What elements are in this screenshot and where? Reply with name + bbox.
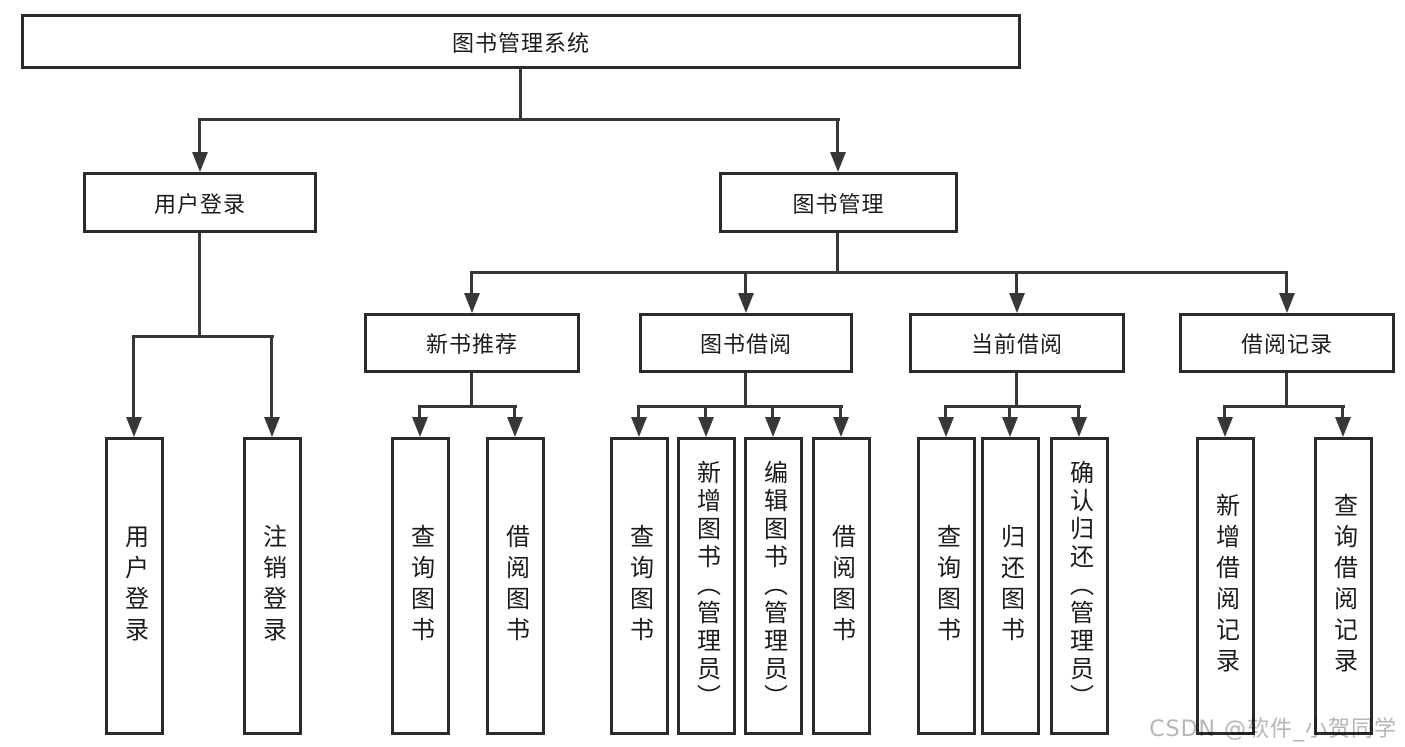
leaf-user-login-label: 用户登录	[120, 524, 149, 648]
connector-v-line	[744, 271, 747, 295]
connector-v-line	[198, 233, 201, 337]
node-root: 图书管理系统	[21, 14, 1021, 69]
connector-h-line	[638, 405, 843, 408]
connector-v-line	[839, 405, 842, 419]
node-new-book-recommend-label: 新书推荐	[425, 333, 518, 358]
connector-h-line	[198, 118, 840, 121]
node-current-borrowing: 当前借阅	[909, 313, 1125, 373]
arrow-down-icon	[464, 293, 480, 313]
leaf-logout-label: 注销登录	[258, 524, 287, 648]
connector-h-line	[945, 405, 1081, 408]
leaf-add-borrow-record-label: 新增借阅记录	[1211, 493, 1240, 679]
leaf-query-books-2-label: 查询图书	[625, 524, 654, 648]
node-current-borrowing-label: 当前借阅	[970, 333, 1063, 358]
leaf-query-books-2: 查询图书	[610, 437, 669, 735]
arrow-down-icon	[1335, 417, 1351, 437]
connector-v-line	[1077, 405, 1080, 419]
leaf-add-book-admin: 新增图书（管理员）	[677, 437, 736, 735]
node-book-borrowing-label: 图书借阅	[699, 333, 792, 358]
connector-v-line	[418, 405, 421, 419]
node-root-label: 图书管理系统	[451, 31, 590, 57]
leaf-confirm-return-admin: 确认归还（管理员）	[1050, 437, 1109, 735]
connector-v-line	[270, 335, 273, 419]
leaf-borrow-books-2: 借阅图书	[812, 437, 871, 735]
connector-h-line	[419, 405, 517, 408]
connector-v-line	[1285, 373, 1288, 408]
connector-v-line	[132, 335, 135, 419]
connector-h-line	[471, 271, 1288, 274]
node-book-management-label: 图书管理	[792, 192, 885, 218]
arrow-down-icon	[1009, 293, 1025, 313]
node-book-management: 图书管理	[719, 172, 958, 233]
connector-v-line	[944, 405, 947, 419]
connector-v-line	[1015, 271, 1018, 295]
arrow-down-icon	[738, 293, 754, 313]
connector-v-line	[836, 233, 839, 274]
node-user-login: 用户登录	[83, 172, 317, 233]
connector-h-line	[133, 335, 274, 338]
arrow-down-icon	[264, 417, 280, 437]
arrow-down-icon	[192, 152, 208, 172]
csdn-watermark: CSDN @软件_小贺同学	[1149, 717, 1397, 742]
leaf-add-book-admin-label: 新增图书（管理员）	[692, 460, 721, 712]
leaf-logout: 注销登录	[243, 437, 302, 735]
arrow-down-icon	[830, 152, 846, 172]
connector-v-line	[470, 271, 473, 295]
leaf-add-borrow-record: 新增借阅记录	[1196, 437, 1255, 735]
leaf-borrow-books-1: 借阅图书	[486, 437, 545, 735]
connector-v-line	[1223, 405, 1226, 419]
leaf-query-borrow-record-label: 查询借阅记录	[1329, 493, 1358, 679]
leaf-return-book: 归还图书	[981, 437, 1040, 735]
arrow-down-icon	[698, 417, 714, 437]
connector-v-line	[513, 405, 516, 419]
node-borrowing-records: 借阅记录	[1179, 313, 1395, 373]
node-user-login-label: 用户登录	[153, 192, 246, 218]
node-book-borrowing: 图书借阅	[639, 313, 853, 373]
arrow-down-icon	[412, 417, 428, 437]
arrow-down-icon	[126, 417, 142, 437]
connector-v-line	[1285, 271, 1288, 295]
leaf-query-books-3: 查询图书	[917, 437, 976, 735]
connector-v-line	[836, 118, 839, 154]
arrow-down-icon	[1217, 417, 1233, 437]
node-new-book-recommend: 新书推荐	[364, 313, 580, 373]
connector-v-line	[1015, 373, 1018, 408]
leaf-query-books-1: 查询图书	[391, 437, 450, 735]
arrow-down-icon	[938, 417, 954, 437]
leaf-user-login: 用户登录	[105, 437, 164, 735]
connector-v-line	[744, 373, 747, 408]
leaf-edit-book-admin-label: 编辑图书（管理员）	[759, 460, 788, 712]
leaf-return-book-label: 归还图书	[996, 524, 1025, 648]
connector-v-line	[470, 373, 473, 408]
arrow-down-icon	[1279, 293, 1295, 313]
connector-v-line	[704, 405, 707, 419]
leaf-borrow-books-2-label: 借阅图书	[827, 524, 856, 648]
arrow-down-icon	[1071, 417, 1087, 437]
leaf-confirm-return-admin-label: 确认归还（管理员）	[1065, 460, 1094, 712]
leaf-borrow-books-1-label: 借阅图书	[501, 524, 530, 648]
node-borrowing-records-label: 借阅记录	[1240, 333, 1333, 358]
leaf-query-books-1-label: 查询图书	[406, 524, 435, 648]
connector-v-line	[1008, 405, 1011, 419]
arrow-down-icon	[833, 417, 849, 437]
arrow-down-icon	[765, 417, 781, 437]
connector-v-line	[771, 405, 774, 419]
connector-v-line	[519, 68, 522, 121]
leaf-query-books-3-label: 查询图书	[932, 524, 961, 648]
connector-v-line	[1341, 405, 1344, 419]
connector-h-line	[1224, 405, 1345, 408]
leaf-query-borrow-record: 查询借阅记录	[1314, 437, 1373, 735]
leaf-edit-book-admin: 编辑图书（管理员）	[744, 437, 803, 735]
arrow-down-icon	[1002, 417, 1018, 437]
arrow-down-icon	[631, 417, 647, 437]
connector-v-line	[637, 405, 640, 419]
arrow-down-icon	[507, 417, 523, 437]
connector-v-line	[198, 118, 201, 154]
